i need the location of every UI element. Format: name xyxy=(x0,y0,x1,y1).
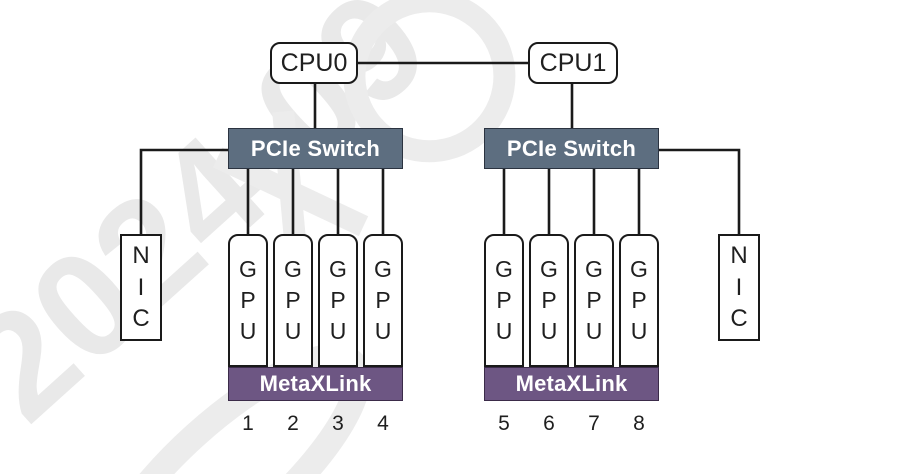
gpu-letter: G xyxy=(540,255,558,282)
gpu-index-label-2: 2 xyxy=(287,412,299,435)
nic-letter: C xyxy=(132,305,150,333)
gpu-index-label-7: 7 xyxy=(588,412,600,435)
nic-node-right[interactable]: N I C xyxy=(718,234,760,341)
gpu-letter: U xyxy=(329,318,347,345)
nic-letter: I xyxy=(735,273,743,301)
pcie-switch-label: PCIe Switch xyxy=(506,135,637,161)
gpu-letter: G xyxy=(374,255,392,282)
gpu-letter: G xyxy=(239,255,257,282)
cpu-node-cpu0[interactable]: CPU0 xyxy=(270,42,358,84)
gpu-letter: U xyxy=(284,318,302,345)
cpu-label: CPU1 xyxy=(539,48,607,77)
pcie-switch-left[interactable]: PCIe Switch xyxy=(228,128,403,169)
gpu-index-label-8: 8 xyxy=(633,412,645,435)
metaxlink-label: MetaXLink xyxy=(259,371,372,396)
link-pcie-left-nic-left xyxy=(139,148,228,234)
gpu-letter: P xyxy=(496,286,512,313)
gpu-letter: U xyxy=(585,318,603,345)
gpu-letter: U xyxy=(239,318,257,345)
nic-letter: C xyxy=(730,305,748,333)
gpu-letter: P xyxy=(285,286,301,313)
gpu-index-label-6: 6 xyxy=(543,412,555,435)
cpu-label: CPU0 xyxy=(280,48,348,77)
gpu-letter: P xyxy=(375,286,391,313)
nic-letter: N xyxy=(730,241,748,269)
gpu-index-label-3: 3 xyxy=(332,412,344,435)
gpu-letter: U xyxy=(495,318,513,345)
gpu-letter: G xyxy=(284,255,302,282)
metaxlink-bar-gpu-group-left[interactable]: MetaXLink xyxy=(228,367,403,401)
metaxlink-label: MetaXLink xyxy=(515,371,628,396)
link-pcie-right-nic-right xyxy=(659,148,741,234)
pcie-switch-right[interactable]: PCIe Switch xyxy=(484,128,659,169)
nic-node-left[interactable]: N I C xyxy=(120,234,162,341)
gpu-letter: P xyxy=(541,286,557,313)
gpu-letter: P xyxy=(240,286,256,313)
gpu-letter: G xyxy=(329,255,347,282)
gpu-letter: P xyxy=(330,286,346,313)
gpu-letter: G xyxy=(495,255,513,282)
cpu-node-cpu1[interactable]: CPU1 xyxy=(528,42,618,84)
gpu-letter: G xyxy=(630,255,648,282)
nic-letter: N xyxy=(132,241,150,269)
gpu-index-label-5: 5 xyxy=(498,412,510,435)
gpu-letter: U xyxy=(630,318,648,345)
nic-letter: I xyxy=(137,273,145,301)
gpu-letter: G xyxy=(585,255,603,282)
gpu-letter: P xyxy=(586,286,602,313)
gpu-letter: U xyxy=(374,318,392,345)
gpu-letter: U xyxy=(540,318,558,345)
gpu-letter: P xyxy=(631,286,647,313)
pcie-switch-label: PCIe Switch xyxy=(250,135,381,161)
metaxlink-bar-gpu-group-right[interactable]: MetaXLink xyxy=(484,367,659,401)
gpu-index-label-4: 4 xyxy=(377,412,389,435)
gpu-index-label-1: 1 xyxy=(242,412,254,435)
